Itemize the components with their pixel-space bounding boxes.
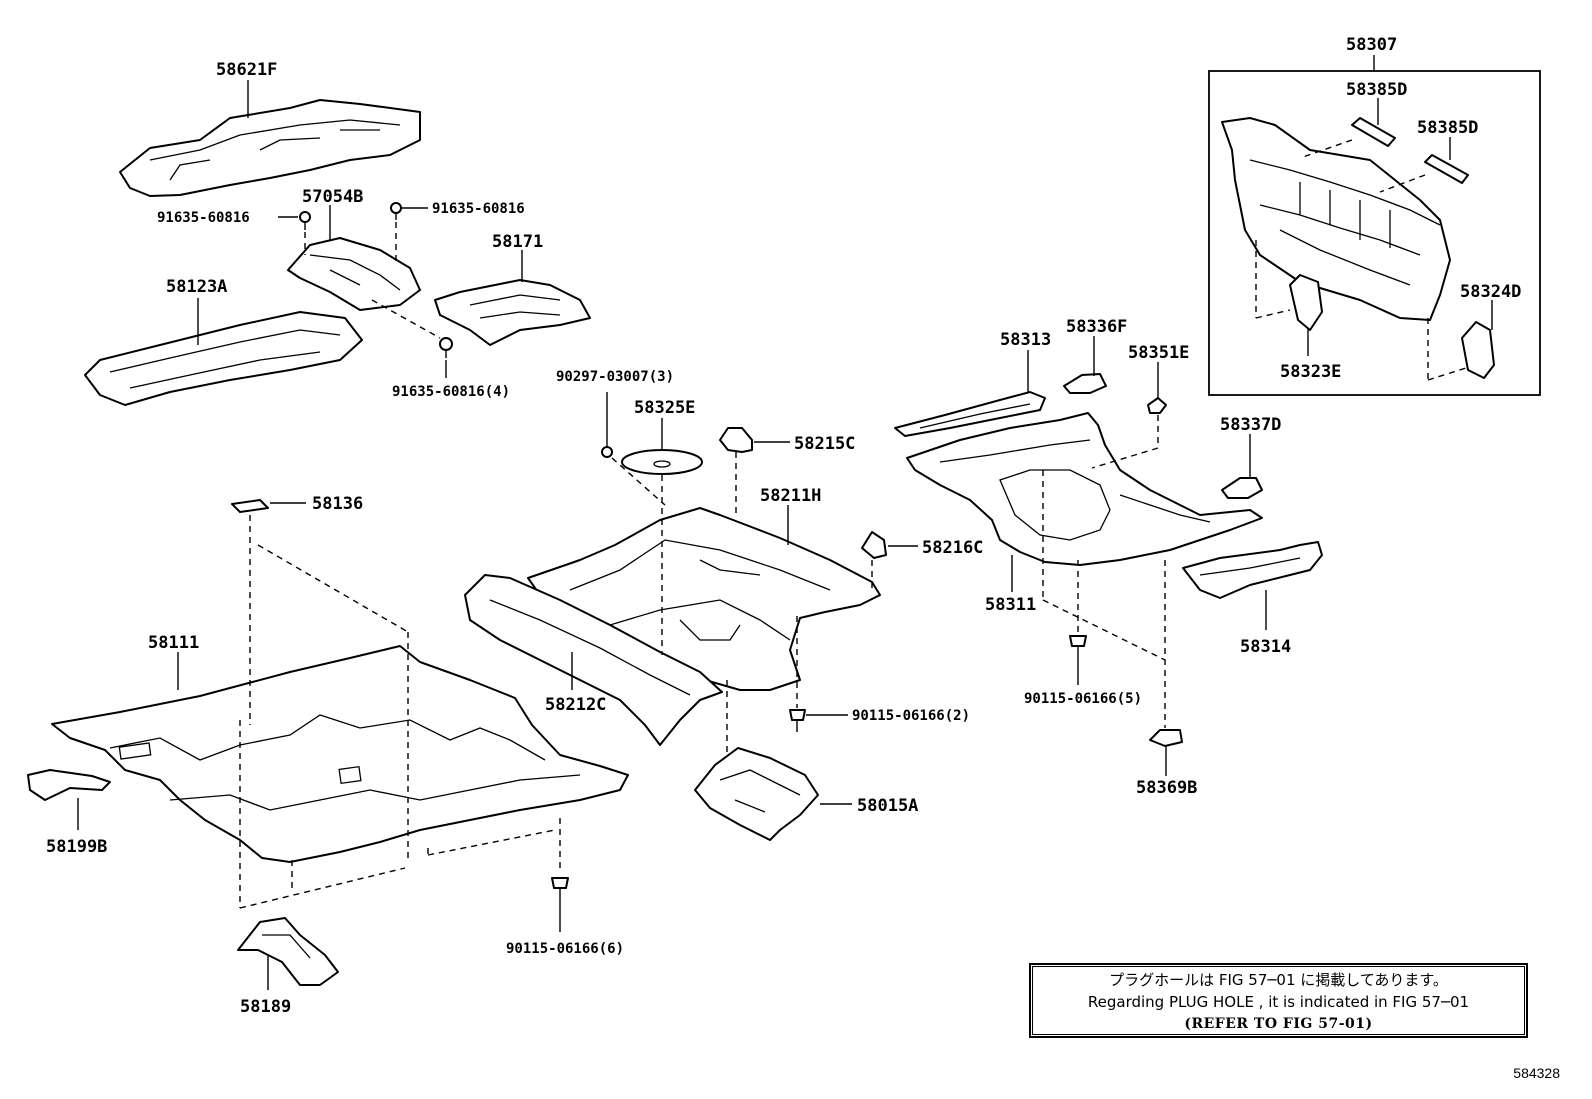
part-58325E-shape: [621, 449, 703, 475]
part-58171-shape: [434, 279, 591, 346]
label-58385D-b: 58385D: [1417, 118, 1478, 138]
part-58123A-shape: [84, 311, 363, 406]
bolt-91635-a: [299, 211, 311, 230]
label-58211H: 58211H: [760, 486, 821, 506]
label-58323E: 58323E: [1280, 362, 1341, 382]
part-58015A-shape: [694, 747, 819, 841]
label-58311: 58311: [985, 595, 1036, 615]
label-91635-b: 91635-60816: [432, 201, 525, 217]
part-58314-shape: [1182, 541, 1323, 599]
note-reference: (REFER TO FIG 57-01): [1184, 1016, 1373, 1032]
bolt-90115-b: [551, 877, 569, 900]
label-58171: 58171: [492, 232, 543, 252]
label-90115-c: 90115-06166(5): [1024, 691, 1142, 707]
part-58621F-shape: [119, 99, 421, 197]
bolt-90115-a: [789, 709, 806, 732]
label-58369B: 58369B: [1136, 778, 1197, 798]
part-58307-panel-shape: [1221, 117, 1451, 321]
part-58136-shape: [231, 499, 269, 513]
part-58323E-shape: [1289, 274, 1323, 331]
part-58336F-shape: [1063, 373, 1107, 394]
label-91635-c: 91635-60816(4): [392, 384, 510, 400]
label-58199B: 58199B: [46, 837, 107, 857]
figure-number: 584328: [1513, 1065, 1560, 1081]
label-58015A: 58015A: [857, 796, 918, 816]
note-english: Regarding PLUG HOLE , it is indicated in…: [1087, 993, 1470, 1011]
part-58199B-shape: [27, 769, 111, 801]
part-58337D-shape: [1221, 477, 1263, 499]
label-58385D-a: 58385D: [1346, 80, 1407, 100]
label-57054B: 57054B: [302, 187, 363, 207]
label-58212C: 58212C: [545, 695, 606, 715]
label-91635-a: 91635-60816: [157, 210, 250, 226]
bolt-91635-b: [390, 202, 402, 220]
label-58136: 58136: [312, 494, 363, 514]
label-90297: 90297-03007(3): [556, 369, 674, 385]
part-58369B-shape: [1149, 729, 1183, 747]
label-90115-a: 90115-06166(2): [852, 708, 970, 724]
bolt-90115-c: [1069, 635, 1087, 658]
part-58216C-shape: [861, 531, 887, 559]
label-58325E: 58325E: [634, 398, 695, 418]
note-japanese: プラグホールは FIG 57─01 に掲載してあります。: [1109, 971, 1448, 989]
label-58123A: 58123A: [166, 277, 227, 297]
label-58307: 58307: [1346, 35, 1397, 55]
label-58336F: 58336F: [1066, 317, 1127, 337]
part-58385D-b-shape: [1424, 154, 1469, 184]
label-58216C: 58216C: [922, 538, 983, 558]
label-90115-b: 90115-06166(6): [506, 941, 624, 957]
bolt-90297: [601, 440, 613, 458]
part-58351E-shape: [1147, 397, 1167, 414]
part-58212C-shape: [464, 574, 723, 746]
part-58311-shape: [906, 412, 1263, 566]
part-58215C-shape: [719, 427, 753, 453]
bolt-91635-c: [439, 337, 453, 358]
part-58313-shape: [894, 391, 1046, 437]
part-58324D-shape: [1461, 321, 1495, 379]
part-58111-shape: [51, 645, 629, 863]
part-57054B-shape: [287, 237, 421, 311]
label-58111: 58111: [148, 633, 199, 653]
label-58189: 58189: [240, 997, 291, 1017]
label-58337D: 58337D: [1220, 415, 1281, 435]
label-58621F: 58621F: [216, 60, 277, 80]
label-58324D: 58324D: [1460, 282, 1521, 302]
label-58314: 58314: [1240, 637, 1291, 657]
label-58351E: 58351E: [1128, 343, 1189, 363]
plug-hole-note: プラグホールは FIG 57─01 に掲載してあります。 Regarding P…: [1029, 963, 1528, 1038]
label-58215C: 58215C: [794, 434, 855, 454]
label-58313: 58313: [1000, 330, 1051, 350]
part-58189-shape: [237, 917, 339, 986]
part-58385D-a-shape: [1351, 117, 1396, 147]
